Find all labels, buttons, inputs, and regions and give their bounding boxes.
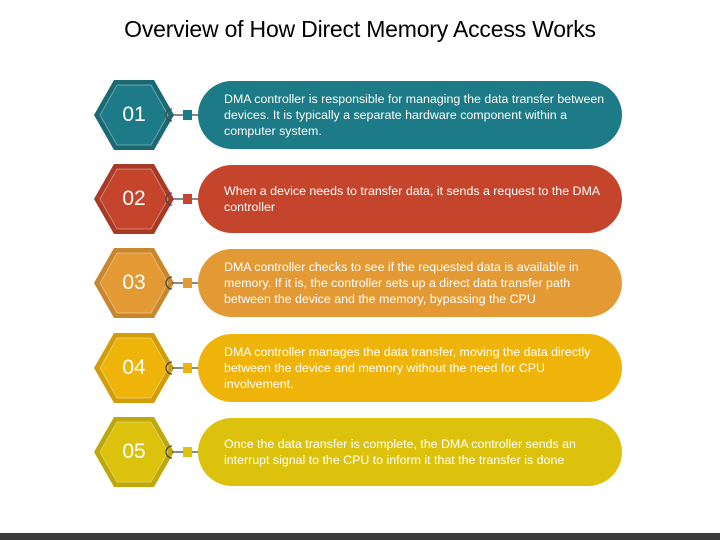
- page-title: Overview of How Direct Memory Access Wor…: [124, 16, 596, 42]
- connector-icon: [165, 276, 200, 290]
- hexagon-badge-icon: [94, 417, 174, 487]
- step-description-pill: When a device needs to transfer data, it…: [198, 165, 622, 233]
- step-description: DMA controller is responsible for managi…: [224, 92, 605, 138]
- hexagon-badge-icon: [94, 333, 174, 403]
- step-row: 02 When a device needs to transfer data,…: [0, 164, 720, 234]
- step-number: 03: [122, 271, 146, 294]
- hexagon-badge-icon: [94, 248, 174, 318]
- bottom-bar: [0, 533, 720, 540]
- connector-icon: [165, 361, 200, 375]
- connector-icon: [165, 445, 200, 459]
- hexagon-badge-icon: [94, 80, 174, 150]
- step-description-pill: Once the data transfer is complete, the …: [198, 418, 622, 486]
- step-row: 03 DMA controller checks to see if the r…: [0, 248, 720, 318]
- step-number: 05: [122, 440, 146, 463]
- step-number: 02: [122, 187, 146, 210]
- step-number: 04: [122, 356, 146, 379]
- step-description-pill: DMA controller manages the data transfer…: [198, 334, 622, 402]
- step-row: 05 Once the data transfer is complete, t…: [0, 417, 720, 487]
- hexagon-badge-icon: [94, 164, 174, 234]
- step-description: Once the data transfer is complete, the …: [224, 437, 576, 467]
- step-number: 01: [122, 103, 146, 126]
- connector-icon: [165, 108, 200, 122]
- step-description: DMA controller checks to see if the requ…: [224, 260, 579, 306]
- step-description-pill: DMA controller is responsible for managi…: [198, 81, 622, 149]
- step-description: DMA controller manages the data transfer…: [224, 345, 591, 391]
- step-row: 04 DMA controller manages the data trans…: [0, 333, 720, 403]
- step-description: When a device needs to transfer data, it…: [224, 184, 600, 214]
- step-row: 01 DMA controller is responsible for man…: [0, 80, 720, 150]
- step-description-pill: DMA controller checks to see if the requ…: [198, 249, 622, 317]
- connector-icon: [165, 192, 200, 206]
